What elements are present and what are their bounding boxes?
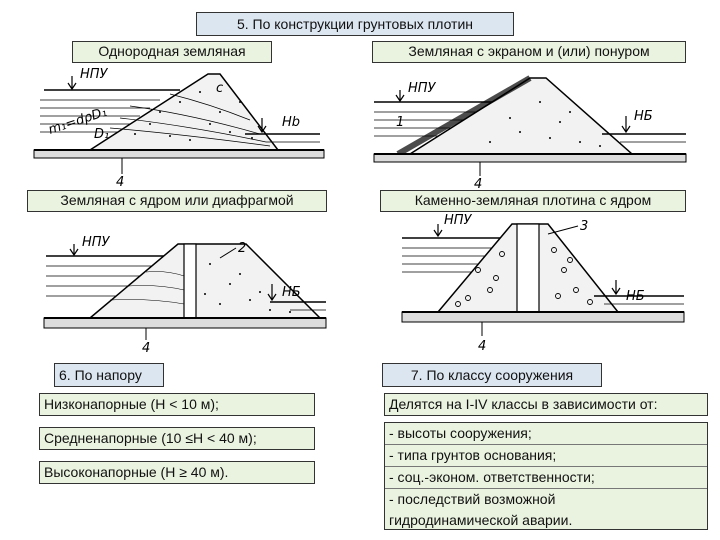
section7-header-text: 7. По классу сооружения (410, 367, 574, 383)
label-c: c (216, 81, 223, 96)
caption-rockfill: Каменно-земляная плотина с ядром (380, 190, 686, 212)
label-4: 4 (474, 177, 482, 190)
section7-header: 7. По классу сооружения (382, 363, 602, 387)
label-3: 3 (580, 219, 588, 234)
label-nb: НБ (634, 109, 653, 124)
label-nb: Нb (282, 115, 300, 130)
label-4: 4 (478, 339, 486, 354)
section6-item-high: Высоконапорные (H ≥ 40 м). (39, 461, 315, 484)
caption-core: Земляная с ядром или диафрагмой (27, 190, 327, 212)
caption-core-text: Земляная с ядром или диафрагмой (60, 192, 294, 208)
label-npu: НПУ (82, 235, 111, 250)
section7-criteria-list: - высоты сооружения; - типа грунтов осно… (384, 422, 708, 530)
list-item: - последствий возможной (389, 491, 556, 507)
list-item: - типа грунтов основания; (385, 445, 707, 467)
list-item: гидродинамической аварии. (389, 512, 573, 528)
section6-item-medium: Средненапорные (10 ≤H < 40 м); (39, 427, 315, 450)
label-npu: НПУ (444, 213, 473, 228)
list-item: - соц.-эконом. ответственности; (385, 467, 707, 489)
diagram-homogeneous-dam: НПУ Нb 4 m₁=dρD₁ D₁ c (33, 67, 325, 190)
caption-screen-text: Земляная с экраном и (или) понуром (408, 43, 650, 59)
label-4: 4 (116, 175, 124, 190)
title-box: 5. По конструкции грунтовых плотин (196, 12, 514, 36)
label-npu: НПУ (80, 67, 109, 82)
label-nb: НБ (282, 285, 301, 300)
section6-header-text: 6. По напору (59, 367, 142, 383)
label-npu: НПУ (408, 81, 437, 96)
label-2: 2 (238, 241, 246, 256)
label-1: 1 (396, 115, 404, 130)
section6-item-low: Низконапорные (H < 10 м); (39, 393, 315, 416)
title-text: 5. По конструкции грунтовых плотин (236, 16, 474, 32)
label-4: 4 (142, 341, 150, 354)
diagram-rockfill-dam: НПУ НБ 3 4 (401, 213, 685, 354)
section6-header: 6. По напору (54, 363, 164, 387)
caption-homogeneous-text: Однородная земляная (98, 43, 246, 59)
diagram-screen-dam: НПУ НБ 1 4 (373, 75, 687, 190)
list-item: - высоты сооружения; (385, 423, 707, 445)
label-d1: D₁ (94, 127, 109, 142)
section7-intro: Делятся на I-IV классы в зависимости от: (384, 393, 708, 416)
caption-rockfill-text: Каменно-земляная плотина с ядром (414, 192, 652, 208)
diagram-core-dam: НПУ НБ 2 4 (43, 235, 327, 354)
caption-homogeneous: Однородная земляная (72, 41, 272, 63)
label-nb: НБ (626, 289, 645, 304)
caption-screen: Земляная с экраном и (или) понуром (372, 41, 686, 63)
